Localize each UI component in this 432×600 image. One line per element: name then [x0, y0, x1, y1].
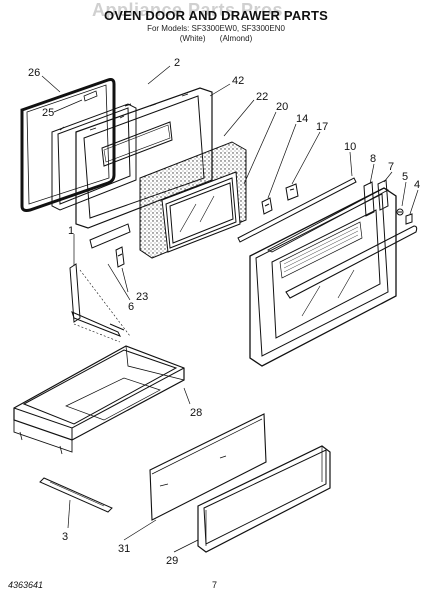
callout-25: 25 — [42, 107, 54, 119]
callout-leaders — [41, 65, 419, 553]
part-side-trim-7 — [377, 179, 389, 211]
callout-20: 20 — [276, 101, 288, 113]
part-bracket-17 — [285, 183, 299, 201]
callout-7: 7 — [388, 161, 394, 173]
part-screw-5 — [396, 208, 404, 216]
callout-14: 14 — [296, 113, 308, 125]
part-number: 4363641 — [8, 580, 44, 590]
callout-10: 10 — [344, 141, 356, 153]
callout-29: 29 — [166, 555, 178, 567]
callout-5: 5 — [402, 171, 408, 183]
callout-23: 23 — [136, 291, 148, 303]
part-side-trim-8 — [363, 181, 375, 217]
callout-28: 28 — [190, 407, 202, 419]
part-door-hinge — [69, 263, 125, 337]
part-bracket-14 — [261, 197, 273, 215]
callout-31: 31 — [118, 543, 130, 555]
part-door-trim — [237, 177, 357, 243]
part-outer-door — [249, 187, 418, 367]
color-variants: (White) (Almond) — [0, 34, 432, 43]
part-storage-drawer — [13, 345, 185, 455]
part-door-gasket — [20, 78, 116, 212]
callout-42: 42 — [232, 75, 244, 87]
callout-2: 2 — [174, 57, 180, 69]
callout-4: 4 — [414, 179, 420, 191]
assembly-leader-lines — [73, 269, 131, 343]
diagram-header: OVEN DOOR AND DRAWER PARTS For Models: S… — [0, 8, 432, 43]
callout-3: 3 — [62, 531, 68, 543]
part-drawer-front — [149, 413, 267, 521]
model-numbers: For Models: SF3300EW0, SF3300EN0 — [147, 24, 285, 33]
part-label-plate — [83, 90, 98, 102]
callout-17: 17 — [316, 121, 328, 133]
part-drawer-slide — [39, 477, 113, 513]
part-clip-23 — [115, 246, 125, 268]
watermark-text: Appliance Parts Pros — [92, 0, 284, 20]
part-screw-4 — [405, 213, 413, 225]
part-drawer-panel — [197, 445, 331, 553]
callout-labels: 26 25 2 42 22 20 14 17 10 8 7 5 4 1 6 23… — [28, 57, 420, 567]
variant-almond: (Almond) — [219, 34, 253, 43]
part-inner-door-liner — [51, 103, 137, 211]
part-inner-glass — [161, 171, 241, 253]
part-hinge-receiver — [89, 223, 131, 249]
callout-6: 6 — [128, 301, 134, 313]
variant-white: (White) — [179, 34, 206, 43]
page-number: 7 — [212, 580, 218, 590]
diagram-title: OVEN DOOR AND DRAWER PARTS — [103, 8, 329, 23]
callout-26: 26 — [28, 67, 40, 79]
callout-1: 1 — [68, 225, 74, 237]
callout-8: 8 — [370, 153, 376, 165]
callout-22: 22 — [256, 91, 268, 103]
